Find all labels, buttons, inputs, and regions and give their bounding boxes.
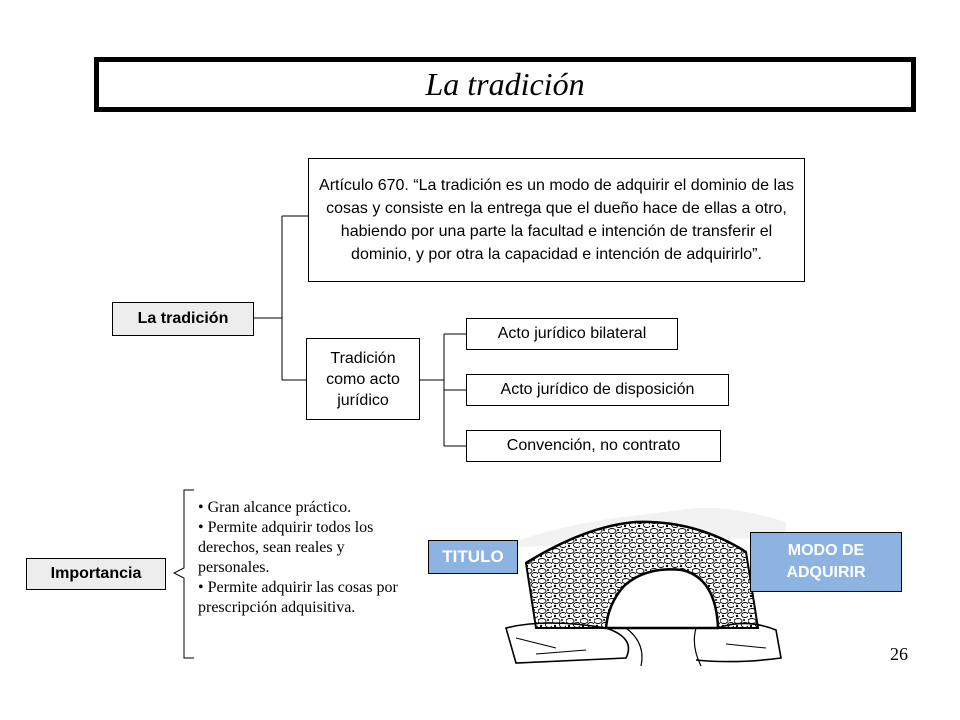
importancia-label: Importancia <box>50 565 142 582</box>
acto-child-label: Acto jurídico bilateral <box>497 325 647 342</box>
page-title: La tradición <box>425 66 585 102</box>
page-number: 26 <box>890 644 908 664</box>
bullet-item: • Gran alcance práctico. <box>198 499 352 516</box>
modo-box: MODO DE ADQUIRIR <box>750 532 902 592</box>
acto-node: Tradición como acto jurídico <box>306 338 420 420</box>
importancia-node: Importancia <box>26 558 166 590</box>
acto-node-label: Tradición como acto jurídico <box>326 349 400 409</box>
root-node-label: La tradición <box>137 310 229 327</box>
acto-child-convencion: Convención, no contrato <box>466 430 721 462</box>
acto-child-disposicion: Acto jurídico de disposición <box>466 374 729 406</box>
acto-child-label: Convención, no contrato <box>506 437 681 454</box>
acto-child-label: Acto jurídico de disposición <box>500 381 695 398</box>
importancia-bullets: • Gran alcance práctico. • Permite adqui… <box>198 498 400 618</box>
root-node: La tradición <box>112 302 254 336</box>
titulo-box: TITULO <box>428 540 518 574</box>
acto-child-bilateral: Acto jurídico bilateral <box>466 318 678 350</box>
article-node: Artículo 670. “La tradición es un modo d… <box>308 158 805 282</box>
bullet-item: • Permite adquirir todos los derechos, s… <box>198 519 374 576</box>
article-text: Artículo 670. “La tradición es un modo d… <box>319 177 794 263</box>
titulo-label: TITULO <box>442 547 504 566</box>
bridge-illustration <box>496 507 786 667</box>
modo-label: MODO DE ADQUIRIR <box>786 542 866 581</box>
bullet-item: • Permite adquirir las cosas por prescri… <box>198 579 398 616</box>
title-box: La tradición <box>94 57 916 112</box>
